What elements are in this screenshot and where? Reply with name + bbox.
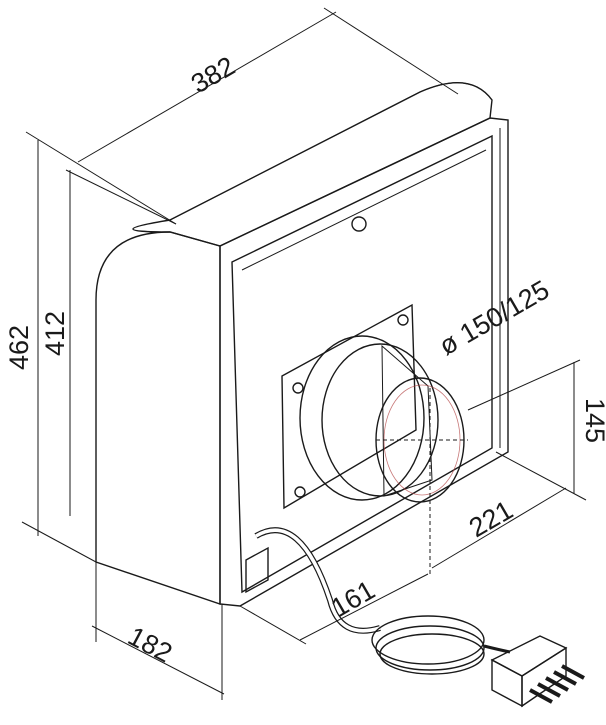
cable-coil-1 — [371, 615, 485, 665]
dim-ext-top-left — [65, 169, 177, 225]
dim-ext-145-bottom — [495, 451, 587, 501]
dim-label-145: 145 — [580, 398, 606, 443]
cable-coil-3 — [379, 633, 485, 675]
dim-label-182: 182 — [123, 621, 177, 669]
duct-cylinder — [381, 344, 433, 497]
dim-label-221: 221 — [464, 495, 518, 544]
flange-screw-1 — [292, 382, 304, 394]
dim-label-412: 412 — [40, 311, 70, 356]
flange-screw-2 — [397, 314, 409, 326]
dim-label-462: 462 — [4, 325, 34, 370]
dim-ext-462-top — [25, 131, 177, 225]
cable-to-plug — [483, 644, 511, 654]
mounting-hole — [351, 216, 367, 232]
dim-line-top — [77, 11, 337, 163]
flange-screw-3 — [294, 486, 306, 498]
dim-label-382: 382 — [186, 51, 240, 100]
dim-ext-145-top — [467, 359, 581, 411]
connector-plug — [490, 635, 568, 677]
power-cable-fill — [255, 528, 381, 633]
dim-line-182 — [91, 625, 225, 695]
dim-line-161 — [299, 573, 429, 641]
housing-top-panel — [132, 82, 493, 247]
cable-entry — [245, 546, 269, 594]
duct-outer-ring — [299, 335, 425, 501]
dim-ext-462-bottom — [21, 521, 97, 563]
front-panel-inner-edge — [241, 149, 487, 271]
connector-plug-body — [491, 658, 523, 708]
housing-top-curve — [169, 82, 493, 221]
cable-coil-2 — [375, 625, 485, 671]
front-frame-outer — [219, 117, 509, 607]
connector-plug-front — [521, 646, 567, 708]
dim-line-221 — [431, 487, 567, 569]
duct-mid-ring — [321, 343, 439, 497]
dim-ext-top-right — [323, 7, 459, 95]
dim-label-diameter: ø 150/125 — [434, 274, 554, 361]
housing-side-panel — [95, 231, 221, 605]
connector-pins — [529, 664, 585, 704]
front-panel — [231, 134, 493, 594]
mounting-flange — [281, 303, 417, 510]
dim-ext-161-left — [239, 605, 307, 645]
